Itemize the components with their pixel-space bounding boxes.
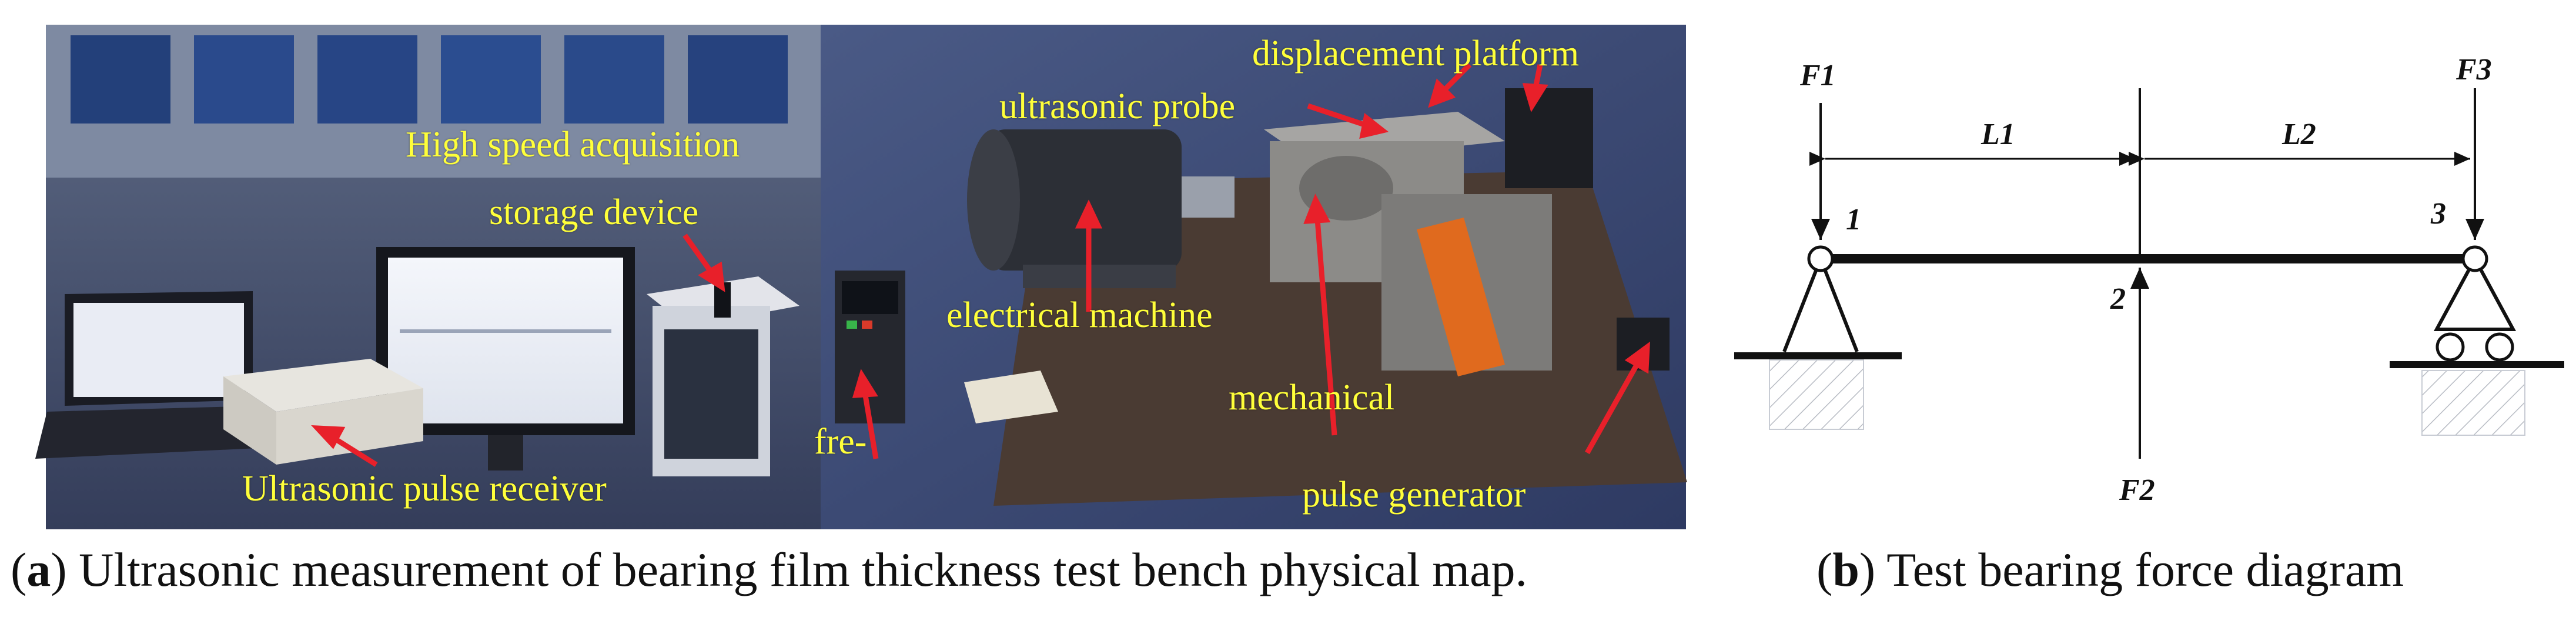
displacement-platform-illustration [1505,88,1593,188]
label-f1: F1 [1799,59,1836,92]
frequency-converter-illustration [835,271,905,423]
right-pin [2461,245,2488,272]
label-mechanical: mechanical [1229,378,1395,418]
label-f3: F3 [2455,53,2492,86]
paper-illustration [964,371,1058,423]
caption-b-text: Test bearing force diagram [1875,543,2404,596]
label-fre: fre- [814,422,867,462]
wall-posters [71,35,788,124]
label-electrical-machine: electrical machine [946,295,1213,335]
left-support [1734,245,1902,430]
right-roller-1 [2436,332,2465,362]
label-f2: F2 [2119,473,2155,507]
test-bench-photo [35,25,1687,529]
label-node-3: 3 [2430,197,2446,231]
right-support [2390,245,2564,436]
laptop-illustration [35,291,282,459]
caption-a-letter: a [26,543,51,596]
label-ultrasonic-probe: ultrasonic probe [999,86,1236,126]
label-ultrasonic-pulse-receiver: Ultrasonic pulse receiver [242,469,607,509]
motor-illustration [967,129,1235,288]
caption-a-text: Ultrasonic measurement of bearing film t… [66,543,1527,596]
loading-cylinder-illustration [1381,194,1552,376]
label-node-1: 1 [1846,203,1861,236]
caption-b: (b) Test bearing force diagram [1816,543,2404,596]
label-node-2: 2 [2110,282,2126,316]
label-high-speed-acquisition: High speed acquisition [406,125,740,165]
caption-b-letter: b [1832,543,1859,596]
right-ground-hatch [2421,370,2525,436]
label-displacement-platform: displacement platform [1252,34,1580,74]
storage-device-illustration [647,276,799,476]
left-pin [1807,245,1834,272]
label-storage-device: storage device [489,192,699,232]
caption-a: (a) Ultrasonic measurement of bearing fi… [11,543,1527,596]
arrow-ultrasonic-probe [1307,103,1371,129]
left-ground-hatch [1769,359,1864,430]
label-pulse-generator: pulse generator [1302,475,1526,515]
label-l1: L1 [1980,118,2015,151]
arrow-pulse-generator [1585,357,1642,455]
monitor-illustration [376,247,635,470]
pulse-receiver-illustration [223,359,423,465]
label-l2: L2 [2281,118,2316,151]
arrow-mechanical [1314,211,1337,436]
arrow-fre [861,388,879,459]
right-roller-2 [2485,332,2514,362]
red-arrows [311,62,1650,467]
bearing-force-diagram: F1 F3 F2 L1 L2 1 3 2 [1734,53,2564,507]
